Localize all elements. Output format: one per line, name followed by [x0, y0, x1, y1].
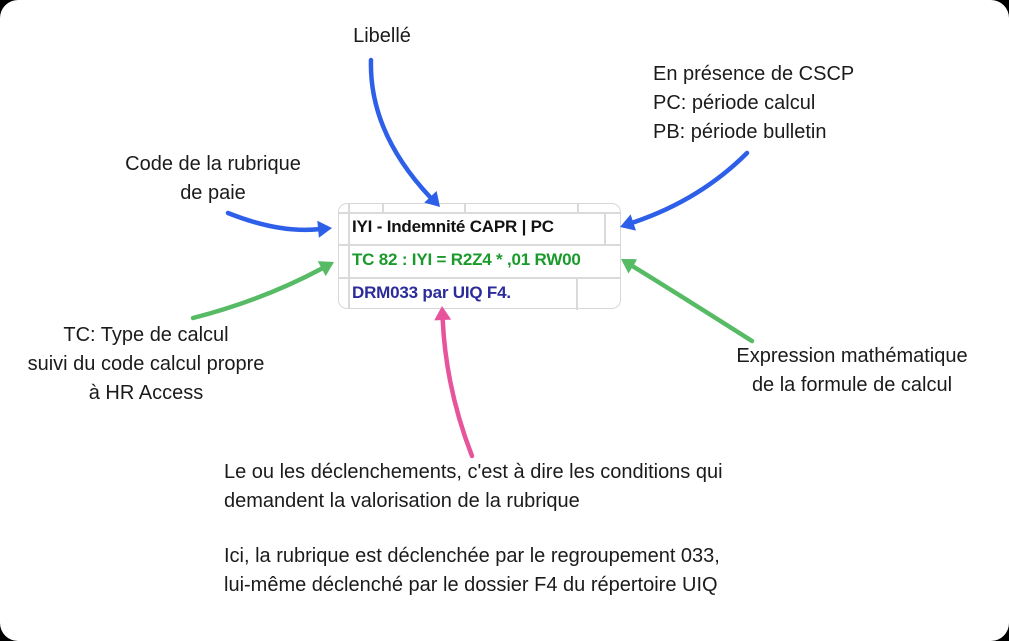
expression-arrow: [621, 259, 755, 344]
rubric-title-row: IYI - Indemnité CAPR | PC: [352, 217, 554, 236]
gridline: [577, 204, 579, 212]
gridline: [339, 277, 620, 279]
rubric-snippet-box: [338, 203, 621, 310]
gridline: [348, 204, 350, 308]
declenchements-arrow: [434, 306, 475, 459]
label-cscp-periodes: En présence de CSCP PC: période calcul P…: [653, 63, 855, 143]
label-libelle: Libellé: [353, 25, 411, 47]
gridline: [339, 212, 620, 214]
code-rubrique-arrow: [225, 210, 332, 238]
rubric-trigger-row: DRM033 par UIQ F4.: [352, 283, 511, 302]
gridline: [604, 212, 606, 244]
label-exemple-declenchement: Ici, la rubrique est déclenchée par le r…: [224, 545, 720, 596]
gridline: [382, 204, 384, 212]
libelle-arrow: [368, 57, 440, 207]
label-type-calcul: TC: Type de calcul suivi du code calcul …: [27, 324, 265, 404]
gridline: [576, 277, 578, 310]
gridline: [339, 244, 620, 246]
label-code-rubrique: Code de la rubrique de paie: [125, 153, 301, 204]
type-calcul-arrow: [190, 261, 334, 321]
rubric-formula-row: TC 82 : IYI = R2Z4 * ,01 RW00: [352, 250, 581, 269]
gridline: [464, 204, 466, 212]
cscp-arrow: [620, 150, 750, 231]
label-expression-mathematique: Expression mathématique de la formule de…: [736, 345, 968, 396]
label-declenchements: Le ou les déclenchements, c'est à dire l…: [224, 461, 723, 512]
